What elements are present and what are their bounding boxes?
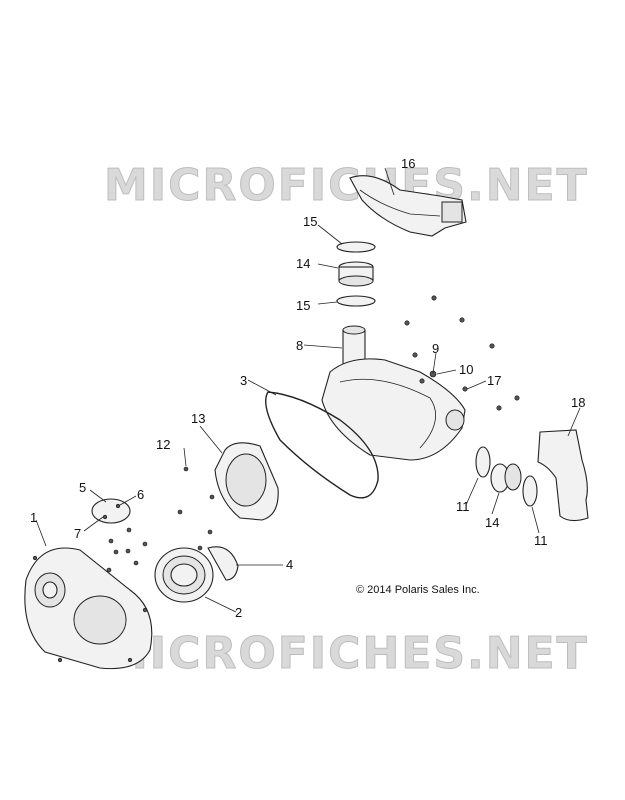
outlet-duct-part-18 <box>537 429 589 522</box>
callout-18: 18 <box>571 395 586 410</box>
clamp-part-11-upper <box>475 446 491 478</box>
leader-lines <box>35 167 581 613</box>
callout-7: 7 <box>74 526 82 541</box>
callout-14-top: 14 <box>296 256 311 271</box>
clamp-part-15-bottom <box>336 295 376 307</box>
callout-15-bottom: 15 <box>296 298 311 313</box>
plate-part-12 <box>214 442 279 521</box>
copyright-notice: © 2014 Polaris Sales Inc. <box>356 584 480 596</box>
cover-part-2 <box>154 547 214 603</box>
callout-2: 2 <box>235 605 243 620</box>
callout-1: 1 <box>30 510 38 525</box>
callout-8: 8 <box>296 338 304 353</box>
bolts-outer-cover <box>106 466 215 573</box>
callout-12: 13 <box>191 411 206 426</box>
callout-15-top: 15 <box>303 214 318 229</box>
callout-10: 10 <box>459 362 474 377</box>
callout-16: 17 <box>487 373 502 388</box>
callout-17: 16 <box>401 156 416 171</box>
seal-part-3 <box>265 391 379 499</box>
clamp-part-15-top <box>336 241 376 253</box>
coupler-part-14-right <box>490 463 522 493</box>
watermark-top: MICROFICHES.NET <box>104 160 589 212</box>
gasket-part-4 <box>207 546 239 581</box>
callout-11-upper: 11 <box>456 499 470 514</box>
bolts-inner-cover <box>404 295 520 411</box>
callout-13: 12 <box>156 437 171 452</box>
inner-cover-part-8 <box>321 325 466 461</box>
outer-cover-part-1 <box>24 547 153 670</box>
callout-5: 5 <box>79 480 87 495</box>
callout-4: 4 <box>286 557 294 572</box>
callout-9: 9 <box>432 341 440 356</box>
callout-6: 6 <box>137 487 145 502</box>
callout-14-right: 14 <box>485 515 500 530</box>
clamp-part-11-lower <box>522 475 538 507</box>
watermark-bottom: MICROFICHES.NET <box>104 628 589 680</box>
intake-duct-part-17 <box>349 175 467 237</box>
coupler-part-14-top <box>338 261 374 287</box>
callout-11-lower: 11 <box>534 533 548 548</box>
callout-3: 3 <box>240 373 248 388</box>
